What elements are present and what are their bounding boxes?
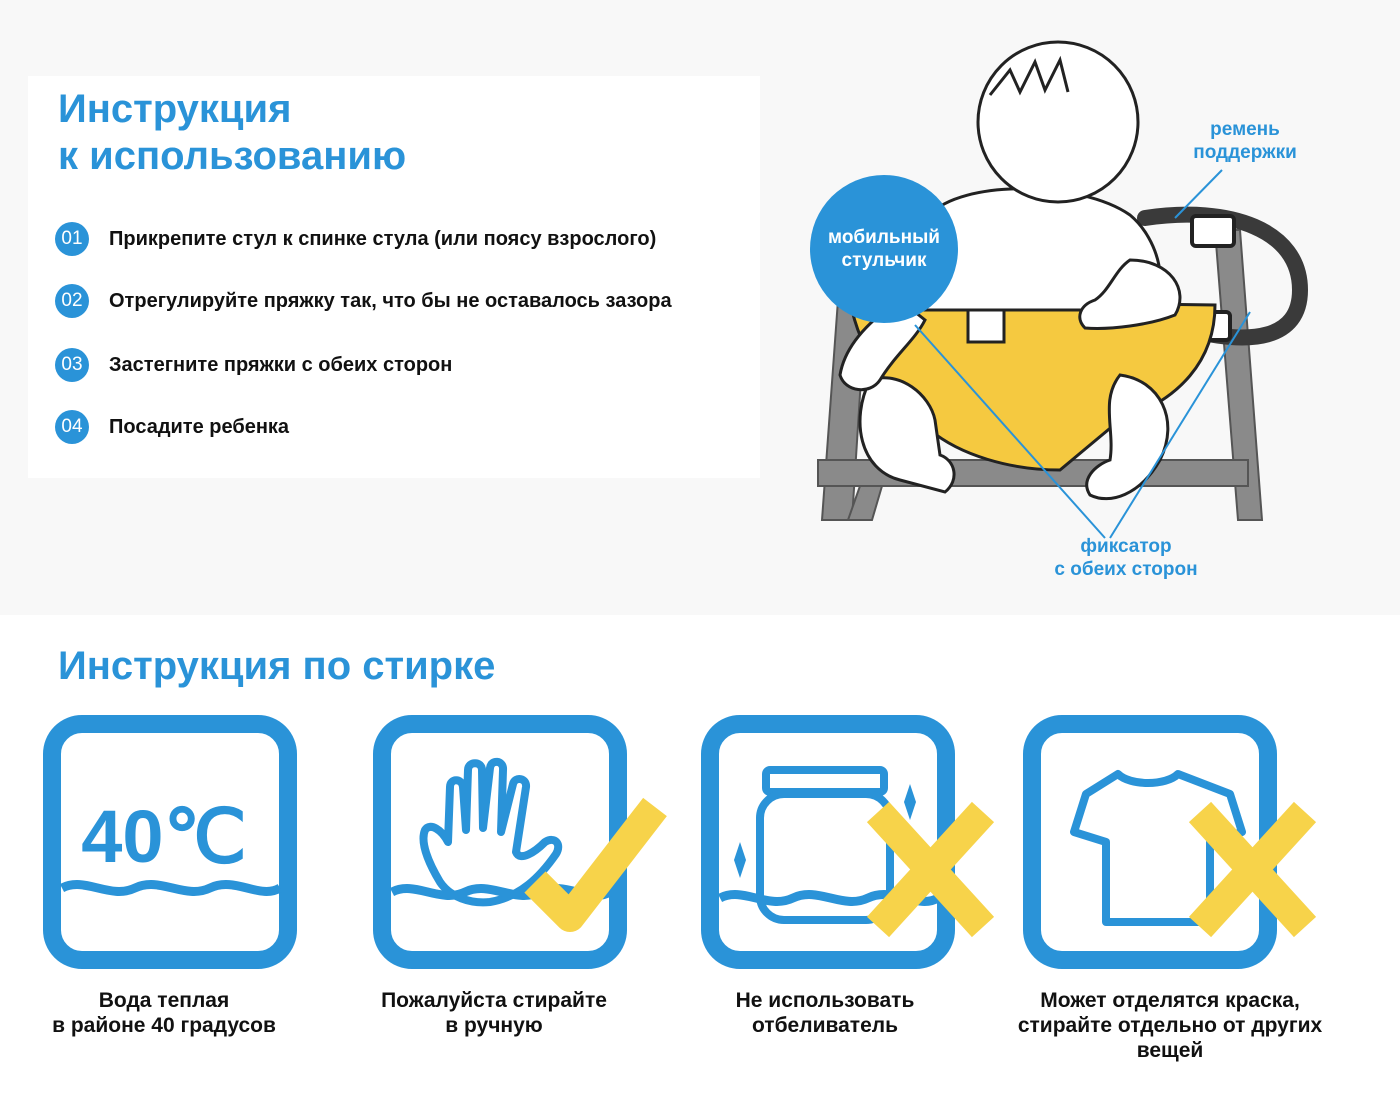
lock-pointer-line-left — [914, 324, 1106, 539]
step-text: Застегните пряжки с обеих сторон — [109, 353, 453, 376]
temperature-text: 40℃ — [81, 795, 246, 878]
caption-water-temperature: Вода теплая в районе 40 градусов — [0, 988, 334, 1038]
hand-wash-icon — [373, 715, 667, 969]
lock-label-line1: фиксатор — [1080, 536, 1172, 557]
step-number-badge: 04 — [55, 410, 89, 444]
usage-step-2: 02 Отрегулируйте пряжку так, что бы не о… — [55, 284, 672, 318]
caption-line2: отбеливатель — [751, 1014, 898, 1037]
baby-chair-illustration — [817, 40, 1309, 539]
baby-right-leg-drawing — [1085, 373, 1170, 501]
caption-hand-wash: Пожалуйста стирайте в ручную — [324, 988, 664, 1038]
support-belt-label: ремень поддержки — [1182, 118, 1308, 164]
caption-line3: вещей — [1136, 1039, 1204, 1062]
caption-line2: стирайте отдельно от других — [1017, 1014, 1323, 1037]
mobile-chair-label-line1: мобильный — [828, 227, 940, 248]
washing-title: Инструкция по стирке — [58, 644, 496, 688]
usage-title-line2: к использованию — [58, 134, 407, 178]
water-40-degrees-icon: 40℃ — [43, 715, 297, 969]
cross-mark — [1188, 801, 1317, 938]
baby-hair-drawing — [988, 55, 1070, 96]
caption-line1: Вода теплая — [98, 989, 230, 1012]
baby-head-drawing — [976, 40, 1140, 204]
caption-line1: Не использовать — [735, 989, 915, 1012]
baby-right-arm-drawing — [1078, 258, 1182, 330]
step-text: Отрегулируйте пряжку так, что бы не оста… — [109, 289, 672, 312]
lock-label-line2: с обеих сторон — [1054, 559, 1198, 580]
support-belt-label-line1: ремень — [1210, 119, 1280, 140]
caption-wash-separately: Может отделятся краска, стирайте отдельн… — [1000, 988, 1340, 1063]
usage-title: Инструкция к использованию — [58, 86, 406, 180]
baby-left-leg-drawing — [858, 376, 956, 494]
usage-title-line1: Инструкция — [58, 87, 292, 131]
cross-mark — [866, 801, 995, 938]
caption-line2: в ручную — [445, 1014, 543, 1037]
no-bleach-icon — [701, 715, 995, 969]
caption-line2: в районе 40 градусов — [52, 1014, 276, 1037]
mobile-chair-label-line2: стульчик — [841, 250, 927, 271]
step-text: Прикрепите стул к спинке стула (или пояс… — [109, 227, 657, 250]
step-number-badge: 03 — [55, 348, 89, 382]
mobile-chair-label-bubble: мобильный стульчик — [810, 175, 958, 323]
buckle-upper-drawing — [1190, 214, 1236, 248]
lock-label: фиксатор с обеих сторон — [1040, 535, 1212, 581]
support-belt-label-line2: поддержки — [1193, 142, 1297, 163]
checkmark-mark — [524, 797, 667, 932]
belt-pointer-line — [1174, 169, 1223, 219]
usage-step-4: 04 Посадите ребенка — [55, 410, 289, 444]
step-number-badge: 02 — [55, 284, 89, 318]
step-number-badge: 01 — [55, 222, 89, 256]
usage-step-1: 01 Прикрепите стул к спинке стула (или п… — [55, 222, 656, 256]
baby-left-arm-drawing — [838, 298, 927, 391]
usage-card — [28, 76, 760, 478]
chair-drawing — [817, 229, 1264, 521]
caption-line1: Пожалуйста стирайте — [381, 989, 607, 1012]
step-text: Посадите ребенка — [109, 415, 290, 438]
lock-pointer-line-right — [1109, 311, 1251, 539]
wash-separately-icon — [1023, 715, 1317, 969]
usage-step-3: 03 Застегните пряжки с обеих сторон — [55, 348, 452, 382]
caption-no-bleach: Не использовать отбеливатель — [655, 988, 995, 1038]
caption-line1: Может отделятся краска, — [1040, 989, 1300, 1012]
